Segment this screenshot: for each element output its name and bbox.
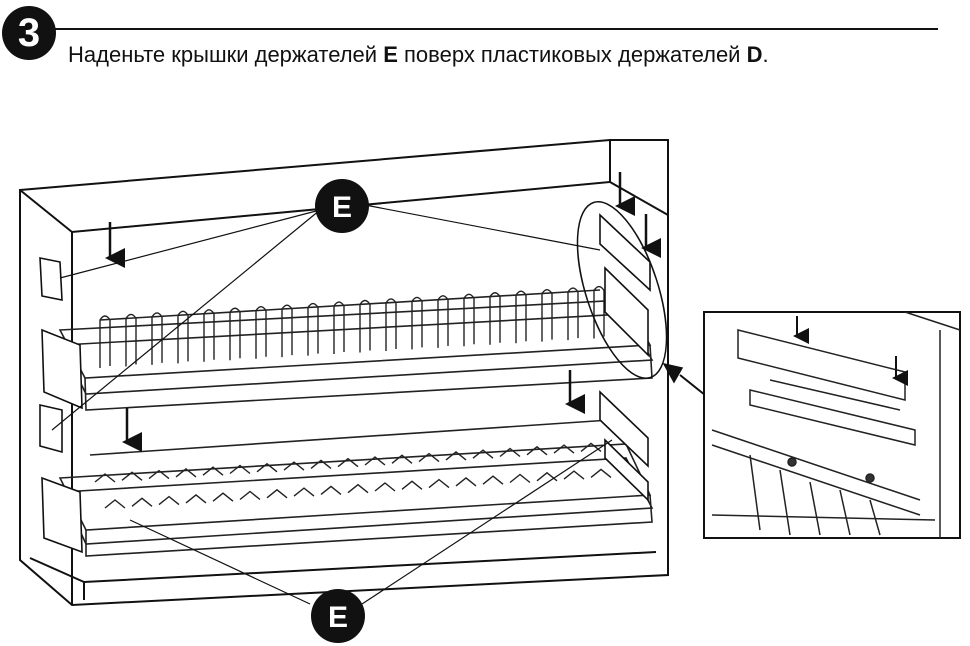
rack-tine [255,306,267,359]
rack-tine [541,288,553,342]
rack-chevron [364,456,386,466]
detail-highlight [576,201,706,396]
rack-chevron [202,466,224,476]
rack-tine [177,310,189,364]
rack-chevron [212,492,234,502]
callout-e-top-label: E [332,191,352,224]
rack-chevron [283,461,305,471]
rack-chevron [553,444,575,454]
rack-chevron [158,495,180,506]
instruction-text: Наденьте крышки держателей E поверх плас… [68,42,769,68]
rack-tine [385,298,397,351]
rack-chevron [455,477,477,487]
rack-tine [463,293,475,347]
rack-tine [593,285,605,339]
instruction-part-2: поверх пластиковых держателей [397,42,747,67]
rack-tine [229,307,241,361]
rack-chevron [499,447,521,458]
rack-chevron [472,449,494,459]
rack-chevron [266,488,288,499]
rack-tine [99,315,111,368]
rack-chevron [526,445,548,456]
callout-e-bottom: E [311,589,365,643]
rack-tine [125,313,137,367]
rack-chevron [320,485,342,495]
lower-right-holder [599,390,649,502]
rack-chevron [391,454,413,464]
rack-chevron [580,442,602,452]
rack-tine [333,301,345,355]
rack-chevron [239,490,261,501]
rack-chevron [563,470,585,480]
rack-chevron [509,473,531,484]
upper-rack-tines [99,285,605,368]
rack-chevron [131,497,153,507]
part-d-label: D [746,42,763,67]
step-header: 3 Наденьте крышки держателей E поверх пл… [0,0,970,90]
rack-chevron [428,478,450,489]
rack-chevron [337,457,359,468]
rack-chevron [418,452,440,463]
rack-chevron [121,471,143,481]
step-number-badge: 3 [2,6,56,60]
rack-tine [437,295,449,348]
placement-arrows [105,172,661,452]
rack-chevron [445,451,467,461]
rack-chevron [185,494,207,504]
lower-rack-chevrons [94,442,612,509]
lower-dish-rack [58,419,654,557]
part-e-label: E [383,42,398,67]
rack-chevron [293,487,315,497]
rack-chevron [536,471,558,482]
callout-leader-lines [51,204,613,605]
rack-tine [359,299,371,353]
rack-tine [567,287,579,341]
detail-inset [703,311,961,539]
rack-chevron [229,464,251,475]
callout-e-bottom-label: E [328,601,348,634]
rack-chevron [374,482,396,492]
rack-chevron [175,468,197,478]
upper-right-holder [599,213,651,357]
rack-tine [411,296,423,350]
header-divider [52,28,938,30]
rack-chevron [256,462,278,473]
rack-chevron [94,473,116,483]
rack-tine [203,309,215,362]
callout-e-top: E [315,179,369,233]
rack-chevron [310,459,332,469]
rack-chevron [590,468,612,478]
rack-tine [281,304,293,358]
instruction-part-1: Наденьте крышки держателей [68,42,384,67]
rack-chevron [401,480,423,490]
rack-chevron [482,475,504,485]
rack-chevron [148,469,170,480]
rack-tine [151,312,163,365]
rack-chevron [104,499,126,509]
rack-tine [489,292,501,345]
lower-left-holder [39,403,83,554]
upper-left-holder [39,257,83,410]
rack-tine [515,290,527,344]
rack-tine [307,302,319,356]
instruction-part-3: . [762,42,769,67]
rack-chevron [347,483,369,494]
